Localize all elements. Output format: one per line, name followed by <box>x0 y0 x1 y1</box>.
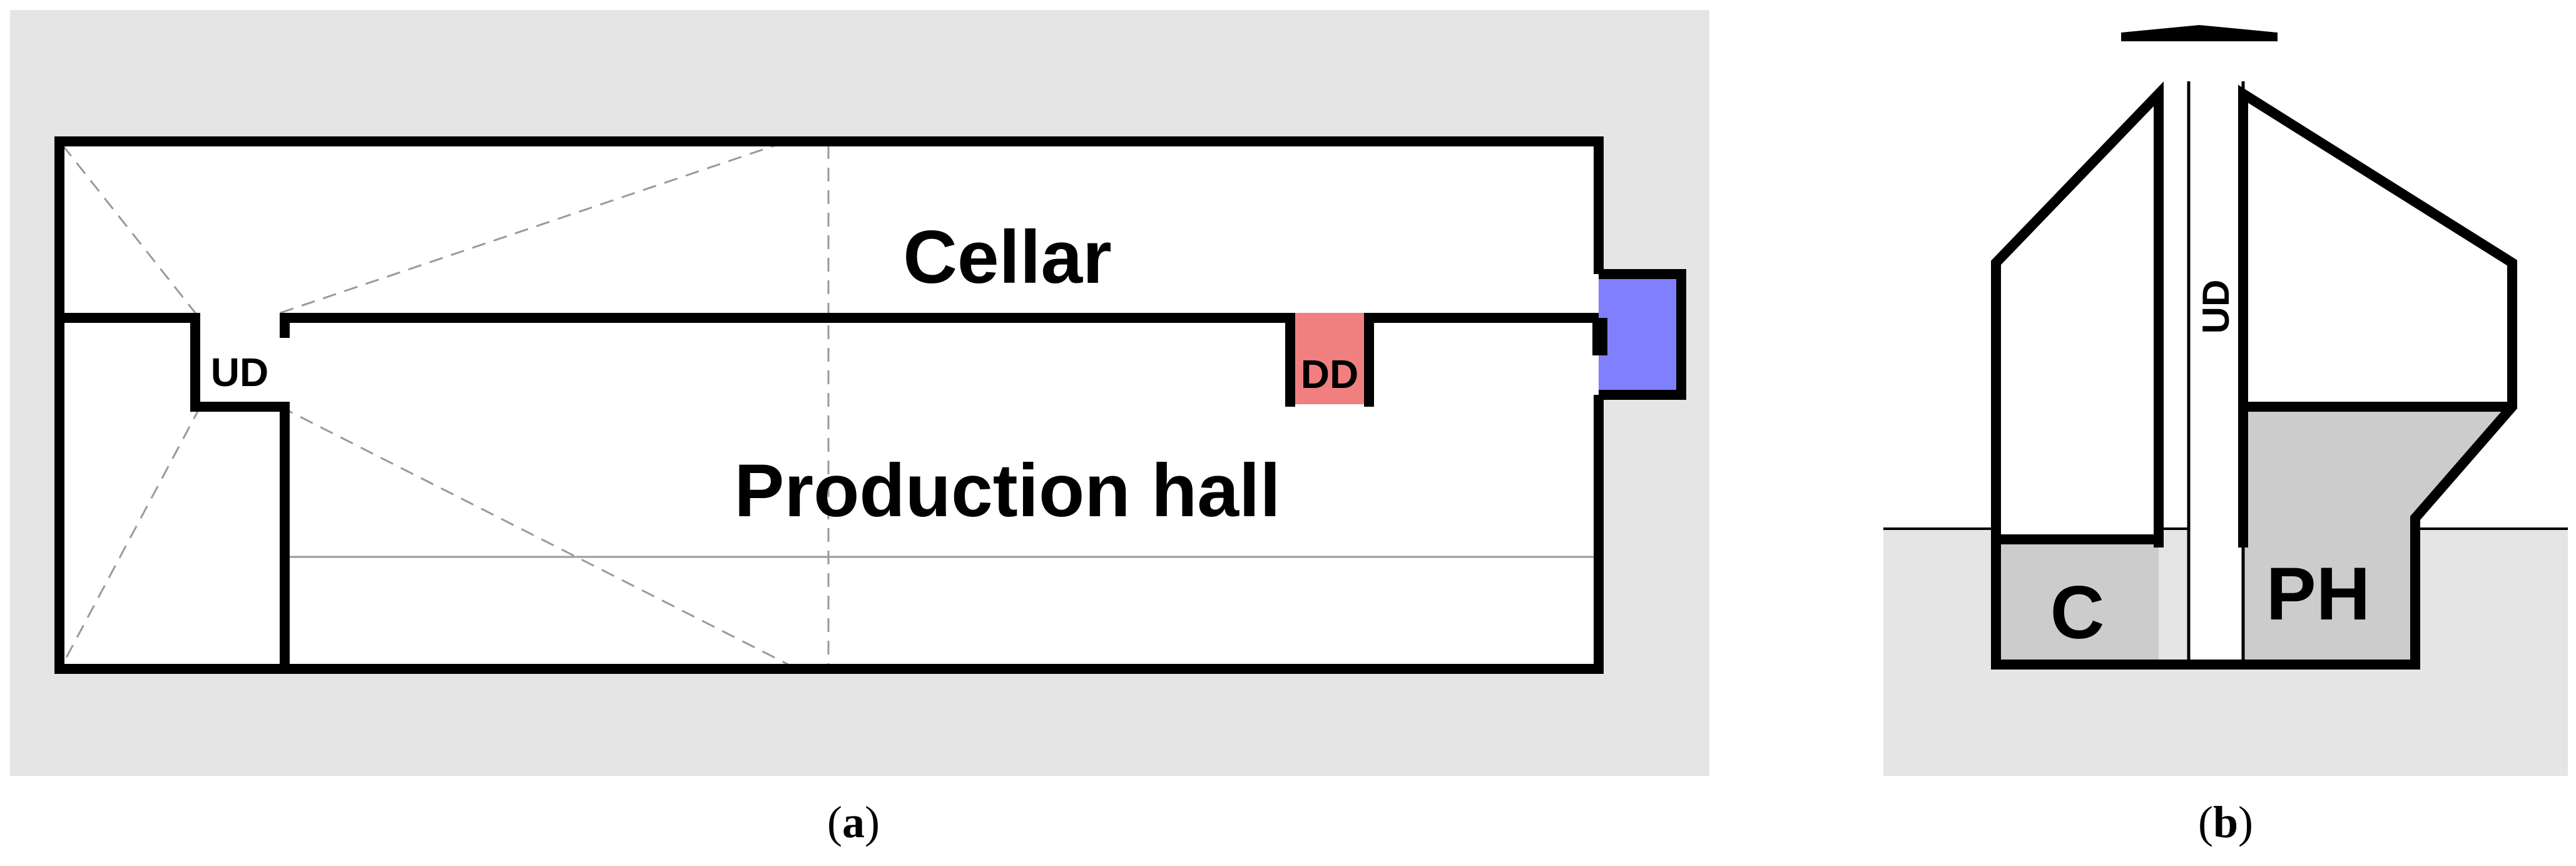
room-ph-fill <box>2243 407 2512 665</box>
label-ud-vertical: UD <box>2195 280 2237 334</box>
room-c-fill <box>1996 539 2159 665</box>
label-production-hall: Production hall <box>734 449 1280 532</box>
dashed-guide-lines <box>61 144 830 666</box>
label-dd-duct: DD <box>1301 352 1358 397</box>
caption-a: (a) <box>827 797 880 847</box>
label-cellar: Cellar <box>903 215 1112 299</box>
section-walls <box>1991 81 2517 670</box>
shaft-walls <box>2187 81 2245 665</box>
caption-b-letter: b <box>2213 797 2238 847</box>
shaft-ud-fill <box>2189 81 2243 665</box>
left-block-interior <box>1996 94 2159 539</box>
outlet-connector <box>1592 318 1607 355</box>
right-block-interior <box>2243 94 2512 407</box>
caption-a-letter: a <box>842 797 865 847</box>
panel-a-floor-plan: Cellar Production hall UD DD (a) <box>10 10 1709 847</box>
shaft-cap <box>2121 25 2278 41</box>
label-c: C <box>2050 571 2105 655</box>
panel-b-cross-section: UD C PH (b) <box>1883 25 2568 847</box>
label-ph: PH <box>2266 552 2371 636</box>
walls <box>54 136 1686 674</box>
outlet-box <box>1599 274 1681 395</box>
caption-b: (b) <box>2198 797 2253 847</box>
duct-dd-fill <box>1290 313 1369 404</box>
label-ud-shaft: UD <box>211 350 268 395</box>
